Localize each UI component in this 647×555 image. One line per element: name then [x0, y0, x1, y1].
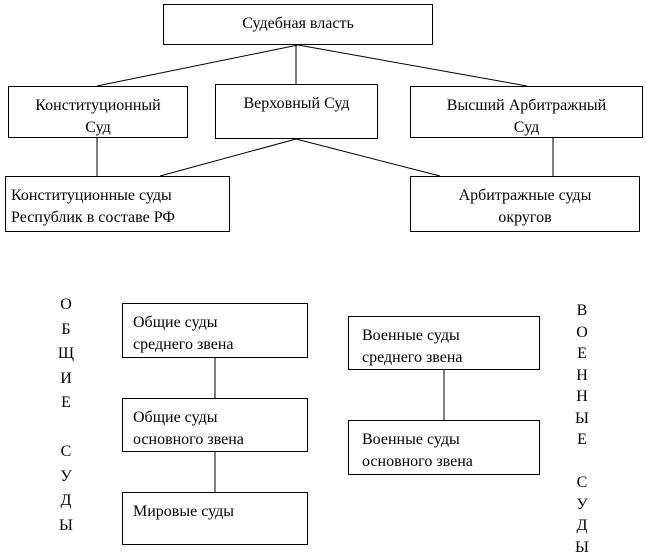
- node-constitutional-court: Конституционный Суд: [8, 86, 188, 138]
- node-constitutional-courts-republics: Конституционные суды Республик в составе…: [5, 176, 230, 232]
- node-military-courts-middle: Военные суды среднего звена: [348, 316, 540, 370]
- node-judicial-power: Судебная власть: [163, 4, 433, 45]
- node-general-courts-middle: Общие суды среднего звена: [122, 303, 308, 358]
- node-magistrate-courts: Мировые суды: [122, 492, 308, 545]
- node-general-courts-basic: Общие суды основного звена: [122, 398, 308, 452]
- node-supreme-court: Верховный Суд: [215, 84, 378, 139]
- node-higher-arbitration-court: Высший Арбитражный Суд: [410, 86, 643, 138]
- connector-root-to-constitutional: [96, 44, 299, 87]
- vertical-label-military-courts: В О Е Н Н Ы Е С У Д Ы: [575, 302, 589, 555]
- node-arbitration-courts-districts: Арбитражные суды округов: [410, 176, 640, 232]
- connector-root-to-arbitration: [297, 44, 528, 87]
- connector-supreme-to-republics: [159, 138, 297, 177]
- node-military-courts-basic: Военные суды основного звена: [348, 420, 540, 475]
- connector-supreme-to-districts: [295, 138, 441, 177]
- vertical-label-general-courts: О Б Щ И Е С У Д Ы: [57, 296, 75, 534]
